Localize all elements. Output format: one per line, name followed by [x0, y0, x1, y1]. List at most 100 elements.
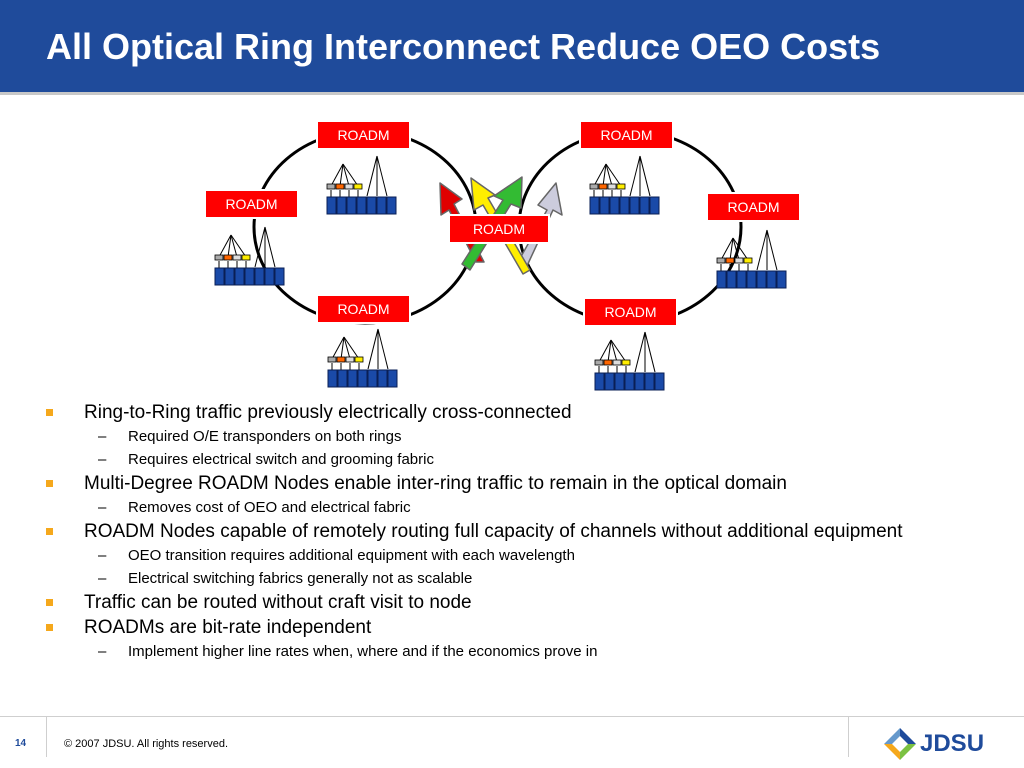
fan-line — [330, 163, 344, 187]
fan-line — [366, 155, 378, 197]
sub-bullet-dash: – — [98, 547, 107, 564]
port-box — [254, 267, 265, 286]
add-drop-structure — [716, 229, 787, 289]
channel-indicator — [603, 359, 613, 366]
port-box — [746, 270, 757, 289]
channel-indicator — [232, 254, 242, 261]
port-box — [604, 372, 615, 391]
channel-indicator — [734, 257, 744, 264]
fan-line — [605, 163, 622, 187]
port-box — [386, 196, 397, 215]
fan-line — [766, 229, 778, 271]
port-box — [639, 196, 650, 215]
jdsu-logo-mark-icon — [884, 728, 916, 760]
add-drop-structure — [326, 155, 397, 215]
roadm-label-right: ROADM — [727, 199, 779, 215]
ring-interconnect-diagram: ROADM ROADM ROADM ROADM ROADM ROADM ROAD… — [204, 120, 801, 391]
sub-bullet-text: Implement higher line rates when, where … — [128, 643, 598, 660]
channel-indicator — [344, 183, 354, 190]
port-box — [609, 196, 620, 215]
sub-bullet-item: –Removes cost of OEO and electrical fabr… — [46, 498, 1006, 518]
fan-line — [605, 163, 613, 187]
sub-bullet-dash: – — [98, 643, 107, 660]
port-box — [766, 270, 777, 289]
fan-line — [254, 226, 266, 268]
channel-indicator — [241, 254, 251, 261]
sub-bullet-item: – Implement higher line rates when, where… — [46, 642, 1006, 662]
channel-indicator — [326, 183, 336, 190]
fan-line — [720, 237, 734, 261]
sub-bullet-item: – Required O/E transponders on both rings — [46, 427, 1006, 447]
sub-bullet-item: – OEO transition requires additional equi… — [46, 546, 1006, 566]
port-box — [644, 372, 655, 391]
bullet-item: Traffic can be routed without craft visi… — [46, 592, 1006, 614]
sub-bullet-dash: – — [98, 428, 107, 445]
add-drop-structure — [214, 226, 285, 286]
roadm-box-bottom-right — [583, 297, 678, 327]
channel-indicator — [621, 359, 631, 366]
port-box — [726, 270, 737, 289]
logo-text: JDSU — [920, 730, 985, 757]
bullet-item: ROADM Nodes capable of remotely routing … — [46, 521, 1006, 543]
add-drop-structure — [327, 328, 398, 388]
fan-line — [342, 163, 359, 187]
port-box — [654, 372, 665, 391]
slide-title: All Optical Ring Interconnect Reduce OEO… — [46, 26, 881, 67]
sub-bullet-text: Required O/E transponders on both rings — [128, 428, 402, 445]
fan-line — [634, 331, 646, 373]
port-box — [776, 270, 787, 289]
port-box — [214, 267, 225, 286]
node-add-drop-structures — [214, 155, 787, 391]
bullet-text: ROADMs are bit-rate independent — [84, 617, 372, 638]
port-box — [387, 369, 398, 388]
port-box — [366, 196, 377, 215]
roadm-box-top-right — [579, 120, 674, 150]
channel-indicator — [354, 356, 364, 363]
bullet-text: Multi-Degree ROADM Nodes enable inter-ri… — [84, 473, 787, 494]
port-box — [377, 369, 388, 388]
sub-bullet-text: OEO transition requires additional equip… — [128, 547, 575, 564]
fan-line — [230, 234, 247, 258]
port-box — [327, 369, 338, 388]
bullet-text: Traffic can be routed without craft visi… — [84, 592, 472, 613]
port-box — [346, 196, 357, 215]
port-box — [326, 196, 337, 215]
right-ring — [517, 129, 743, 325]
fan-line — [729, 237, 734, 261]
title-underline — [0, 92, 1024, 95]
copyright-text: © 2007 JDSU. All rights reserved. — [64, 738, 229, 750]
fan-line — [230, 234, 238, 258]
port-box — [264, 267, 275, 286]
add-drop-structure — [589, 155, 660, 215]
port-box — [736, 270, 747, 289]
port-box — [629, 196, 640, 215]
channel-indicator — [223, 254, 233, 261]
port-box — [619, 196, 630, 215]
port-box — [337, 369, 348, 388]
title-bar: All Optical Ring Interconnect Reduce OEO… — [0, 0, 1024, 92]
fan-line — [377, 328, 389, 370]
port-box — [634, 372, 645, 391]
fan-line — [331, 336, 345, 360]
fan-line — [343, 336, 360, 360]
fan-line — [756, 229, 768, 271]
port-box — [649, 196, 660, 215]
sub-bullet-item: –Requires electrical switch and grooming… — [46, 450, 1006, 470]
channel-indicator — [598, 183, 608, 190]
bullet-item: Ring-to-Ring traffic previously electric… — [46, 402, 1006, 424]
fan-line — [376, 155, 388, 197]
port-box — [589, 196, 600, 215]
channel-indicator — [327, 356, 337, 363]
roadm-label-top-left: ROADM — [337, 127, 389, 143]
channel-indicator — [336, 356, 346, 363]
fan-line — [367, 328, 379, 370]
bullet-marker-icon — [46, 409, 53, 416]
port-box — [614, 372, 625, 391]
fan-line — [227, 234, 232, 258]
fan-line — [732, 237, 749, 261]
port-box — [716, 270, 727, 289]
channel-indicator — [345, 356, 355, 363]
roadm-label-bottom-left: ROADM — [337, 301, 389, 317]
channel-indicator — [589, 183, 599, 190]
bullet-item: Multi-Degree ROADM Nodes enable inter-ri… — [46, 473, 1006, 495]
